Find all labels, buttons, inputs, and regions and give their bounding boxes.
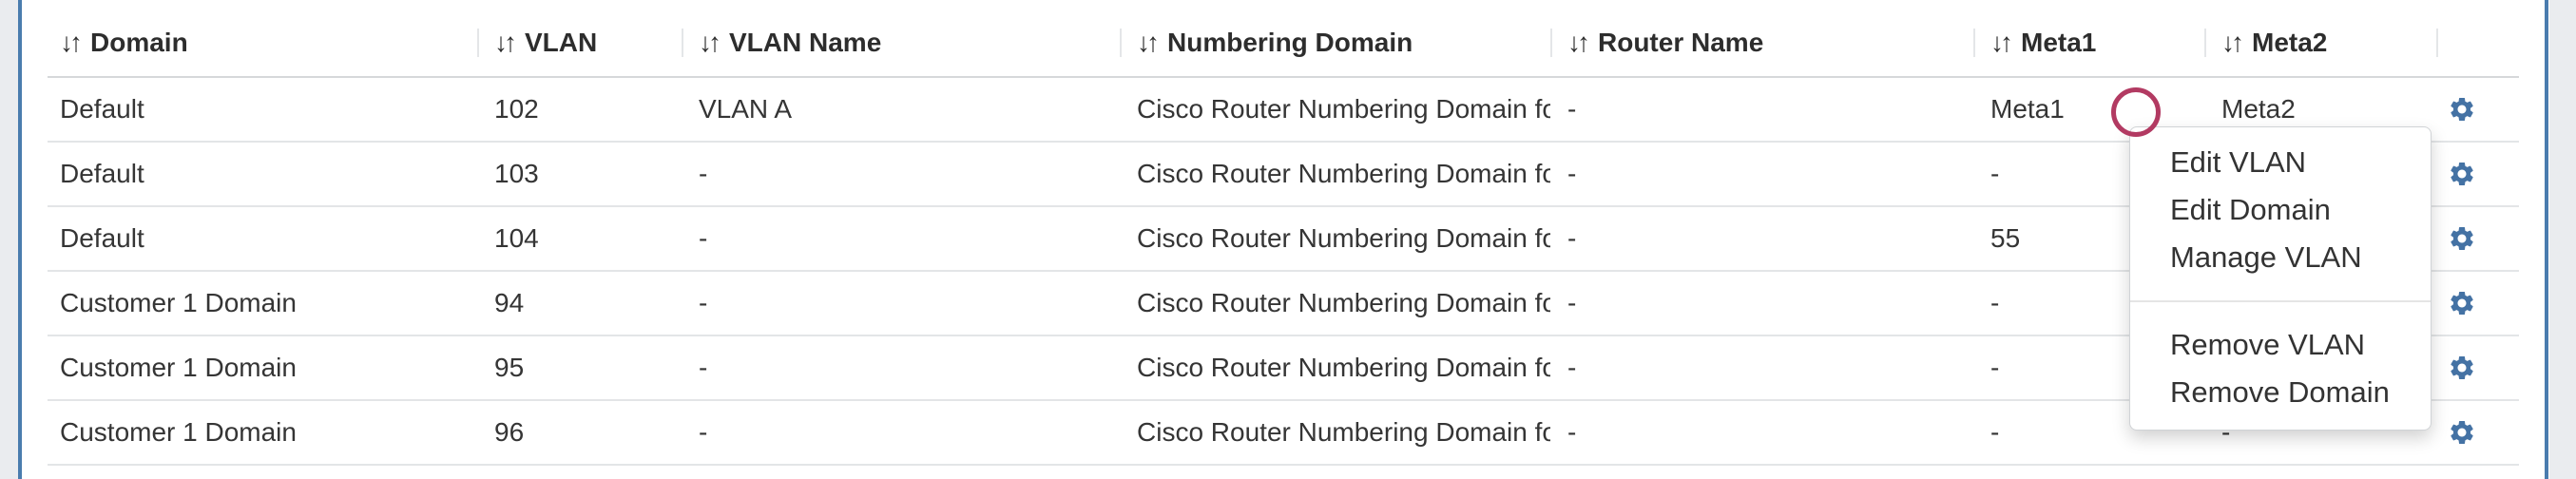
cell-actions [2436, 354, 2519, 382]
menu-divider [2130, 300, 2431, 302]
gear-icon [2451, 292, 2473, 315]
menu-item-remove-domain[interactable]: Remove Domain [2170, 375, 2390, 409]
gear-icon [2451, 356, 2473, 379]
column-header-vlan[interactable]: ↓↑ VLAN [477, 13, 682, 72]
column-header-label: Meta1 [2021, 28, 2097, 57]
row-actions-button[interactable] [2448, 289, 2476, 317]
sort-icon: ↓↑ [494, 28, 517, 57]
sort-icon: ↓↑ [2221, 28, 2244, 57]
cell-numbering-domain: Cisco Router Numbering Domain for ... [1137, 223, 1550, 253]
gear-icon [2451, 227, 2473, 250]
column-header-label: Meta2 [2252, 28, 2328, 57]
cell-vlan-name: - [699, 159, 708, 188]
page-background-left [0, 0, 18, 479]
column-header-label: VLAN [525, 28, 598, 57]
gear-icon [2451, 163, 2473, 185]
column-header-label: VLAN Name [729, 28, 882, 57]
cell-vlan-name: - [699, 223, 708, 253]
panel-border-right [2545, 0, 2548, 479]
row-actions-button[interactable] [2448, 354, 2476, 382]
cell-router-name: - [1567, 223, 1577, 253]
sort-icon: ↓↑ [699, 28, 721, 57]
table-row: Customer 1 Domain 94 - Cisco Router Numb… [48, 272, 2519, 336]
cell-actions [2436, 289, 2519, 317]
column-header-domain[interactable]: ↓↑ Domain [48, 13, 477, 72]
cell-vlan-name: VLAN A [699, 94, 793, 124]
sort-icon: ↓↑ [60, 28, 83, 57]
cell-numbering-domain: Cisco Router Numbering Domain for ... [1137, 353, 1550, 382]
cell-numbering-domain: Cisco Router Numbering Domain for ... [1137, 288, 1550, 317]
cell-actions [2436, 160, 2519, 188]
annotation-circle [2111, 87, 2161, 137]
table-header-row: ↓↑ Domain ↓↑ VLAN ↓↑ VLAN Name ↓↑ Number… [48, 0, 2519, 78]
cell-vlan: 102 [494, 94, 539, 124]
cell-meta1: Meta1 [1990, 94, 2065, 124]
column-header-meta2[interactable]: ↓↑ Meta2 [2204, 13, 2436, 72]
row-actions-button[interactable] [2448, 418, 2476, 447]
cell-domain: Customer 1 Domain [60, 353, 297, 382]
menu-item-manage-vlan[interactable]: Manage VLAN [2170, 240, 2362, 274]
cell-meta2: - [2221, 417, 2231, 447]
table-row: Default 104 - Cisco Router Numbering Dom… [48, 207, 2519, 272]
panel-border-left [18, 0, 22, 479]
cell-meta1: - [1990, 159, 2000, 188]
row-actions-button[interactable] [2448, 95, 2476, 124]
menu-item-remove-vlan[interactable]: Remove VLAN [2170, 328, 2366, 361]
column-header-label: Numbering Domain [1167, 28, 1413, 57]
table-row: Customer 1 Domain 96 - Cisco Router Numb… [48, 401, 2519, 466]
column-header-actions [2436, 13, 2519, 72]
table-row: Customer 1 Domain 95 - Cisco Router Numb… [48, 336, 2519, 401]
cell-meta1: 55 [1990, 223, 2021, 253]
row-context-menu: Edit VLAN Edit Domain Manage VLAN Remove… [2129, 126, 2432, 431]
cell-meta1: - [1990, 288, 2000, 317]
cell-router-name: - [1567, 159, 1577, 188]
cell-actions [2436, 418, 2519, 447]
vlan-table: ↓↑ Domain ↓↑ VLAN ↓↑ VLAN Name ↓↑ Number… [48, 0, 2519, 466]
column-header-vlan-name[interactable]: ↓↑ VLAN Name [682, 13, 1120, 72]
cell-domain: Customer 1 Domain [60, 288, 297, 317]
cell-vlan: 103 [494, 159, 539, 188]
cell-vlan: 95 [494, 353, 525, 382]
table-row: Default 102 VLAN A Cisco Router Numberin… [48, 78, 2519, 143]
sort-icon: ↓↑ [1990, 28, 2013, 57]
cell-router-name: - [1567, 417, 1577, 447]
menu-item-edit-vlan[interactable]: Edit VLAN [2170, 145, 2307, 179]
sort-icon: ↓↑ [1137, 28, 1160, 57]
cell-meta1: - [1990, 417, 2000, 447]
page-background-right [2549, 0, 2576, 479]
sort-icon: ↓↑ [1567, 28, 1590, 57]
cell-domain: Default [60, 223, 144, 253]
cell-meta2: Meta2 [2221, 94, 2296, 124]
gear-icon [2451, 421, 2473, 444]
cell-router-name: - [1567, 288, 1577, 317]
column-header-meta1[interactable]: ↓↑ Meta1 [1973, 13, 2204, 72]
cell-vlan-name: - [699, 417, 708, 447]
cell-vlan-name: - [699, 288, 708, 317]
cell-router-name: - [1567, 353, 1577, 382]
cell-vlan: 96 [494, 417, 525, 447]
cell-vlan: 94 [494, 288, 525, 317]
cell-vlan-name: - [699, 353, 708, 382]
gear-icon [2451, 98, 2473, 121]
column-header-label: Router Name [1598, 28, 1764, 57]
cell-actions [2436, 224, 2519, 253]
column-header-router-name[interactable]: ↓↑ Router Name [1550, 13, 1973, 72]
row-actions-button[interactable] [2448, 160, 2476, 188]
cell-numbering-domain: Cisco Router Numbering Domain for ... [1137, 94, 1550, 124]
column-header-numbering-domain[interactable]: ↓↑ Numbering Domain [1120, 13, 1550, 72]
cell-numbering-domain: Cisco Router Numbering Domain for ... [1137, 159, 1550, 188]
table-row: Default 103 - Cisco Router Numbering Dom… [48, 143, 2519, 207]
cell-meta1: - [1990, 353, 2000, 382]
menu-item-edit-domain[interactable]: Edit Domain [2170, 193, 2331, 226]
cell-domain: Default [60, 94, 144, 124]
column-header-label: Domain [90, 28, 188, 57]
row-actions-button[interactable] [2448, 224, 2476, 253]
cell-domain: Default [60, 159, 144, 188]
cell-router-name: - [1567, 94, 1577, 124]
cell-actions [2436, 95, 2519, 124]
cell-vlan: 104 [494, 223, 539, 253]
cell-domain: Customer 1 Domain [60, 417, 297, 447]
cell-numbering-domain: Cisco Router Numbering Domain for ... [1137, 417, 1550, 447]
